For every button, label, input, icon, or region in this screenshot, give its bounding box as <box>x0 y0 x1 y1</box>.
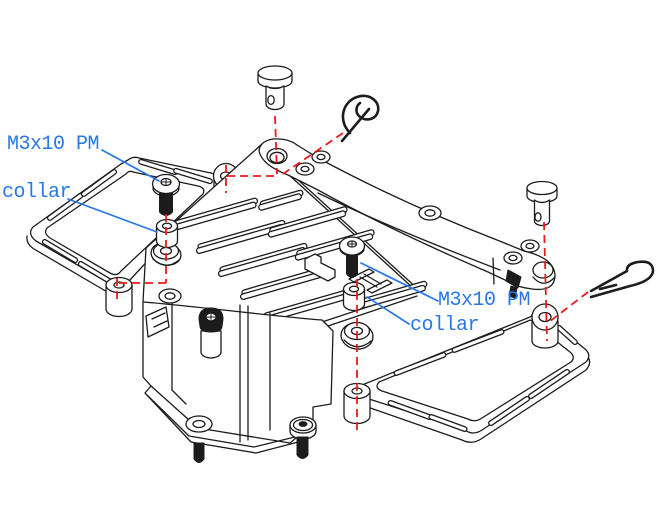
m3x10-screw-right <box>338 236 366 278</box>
gearbox-top-washer <box>158 288 182 304</box>
brace-washer-holes-left <box>295 150 331 176</box>
right-body-mount-frame <box>343 303 591 443</box>
upper-brace <box>258 138 556 299</box>
gear-box <box>142 288 334 463</box>
body-post-front <box>257 65 293 111</box>
label-m3x10-right: M3x10 PM <box>438 289 531 312</box>
brace-washer-hole-mid <box>418 205 442 221</box>
assembly-guide-lines <box>116 115 589 430</box>
left-frame-corner-post <box>105 276 133 318</box>
body-clip-front <box>340 94 380 143</box>
collar-left <box>155 218 179 249</box>
label-leader-lines <box>67 149 439 325</box>
installed-screw-side <box>505 269 522 299</box>
chassis-plate <box>142 143 428 350</box>
bumper-screw-left <box>185 415 213 463</box>
plate-emboss-marks <box>304 253 393 294</box>
label-m3x10-left: M3x10 PM <box>7 133 100 156</box>
plate-slots <box>173 189 428 324</box>
label-collar-right: collar <box>410 314 480 337</box>
installed-socket-screw <box>198 307 224 359</box>
bumper-screw-right <box>289 416 317 459</box>
label-collar-left: collar <box>2 181 72 204</box>
gearbox-window <box>145 306 170 338</box>
body-post-right <box>526 180 558 227</box>
right-frame-mount-lug <box>531 303 559 349</box>
brace-body-post-hole-right <box>532 261 555 284</box>
collar-right <box>342 281 366 312</box>
brace-washer-holes-right <box>503 239 540 265</box>
body-clip-right <box>589 260 655 299</box>
m3x10-screw-left <box>151 173 181 216</box>
